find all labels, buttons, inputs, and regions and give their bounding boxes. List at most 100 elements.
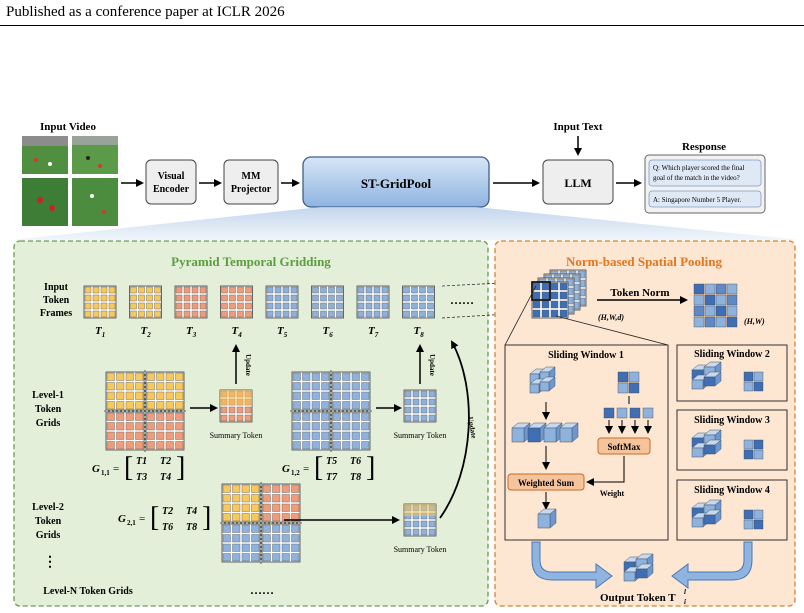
svg-text:[: [: [314, 452, 323, 483]
norm-cell: [693, 294, 705, 306]
visual-encoder-line1: Visual: [158, 171, 185, 182]
page-header: Published as a conference paper at ICLR …: [0, 4, 804, 26]
norm-cell: [693, 305, 705, 317]
g21-b: T4: [186, 506, 197, 517]
level1-grid-2: [290, 370, 372, 452]
mm-projector-line1: MM: [242, 171, 261, 182]
left-panel-title: Pyramid Temporal Gridding: [171, 254, 331, 269]
g12-matrix: G 1,2 = [ T5 T6 T7 T8 ]: [282, 452, 375, 483]
norm-map: [693, 283, 738, 328]
norm-cell: [715, 294, 727, 306]
sliding-window-4-label: Sliding Window 4: [694, 485, 770, 496]
token-frame-7: [356, 285, 390, 319]
svg-text:=: =: [303, 463, 309, 475]
g21-a: T2: [162, 506, 173, 517]
input-video-label: Input Video: [40, 121, 96, 133]
grid-g21-cell: [261, 483, 301, 523]
svg-text:]: ]: [176, 452, 185, 483]
grid-g21-cell: [261, 523, 301, 563]
token-frame-3: [174, 285, 208, 319]
right-panel-title: Norm-based Spatial Pooling: [566, 254, 723, 269]
g11-sub: 1,1: [101, 469, 110, 477]
pyramid-temporal-gridding-panel: [13, 240, 489, 607]
zoom-fan: [12, 207, 800, 240]
mm-projector-line2: Projector: [231, 184, 272, 195]
g12-c: T7: [326, 472, 338, 483]
grid-g12-cell: [331, 411, 371, 451]
g21-matrix: G 2,1 = [ T2 T4 T6 T8 ]: [118, 502, 211, 533]
grid-g21-cell: [221, 483, 261, 523]
sliding-window-2-4-content: [691, 361, 764, 530]
sliding-window-3-label: Sliding Window 3: [694, 415, 770, 426]
svg-text:G: G: [92, 463, 100, 475]
svg-text:G: G: [118, 513, 126, 525]
levelN-ellipsis: ……: [250, 583, 274, 597]
g12-d: T8: [350, 472, 361, 483]
update-label-3: Update: [466, 416, 478, 439]
g11-b: T2: [160, 456, 171, 467]
grid-g11-cell: [105, 411, 145, 451]
grid-g11-cell: [105, 371, 145, 411]
frame-label-4: T4: [232, 325, 243, 339]
frame-label-3: T3: [186, 325, 197, 339]
svg-text:=: =: [113, 463, 119, 475]
softmax-box: [597, 437, 651, 455]
qa-question-line1: Q: Which player scored the final: [653, 164, 744, 172]
level1-label-1: Level-1: [32, 390, 64, 401]
hw-label: (H,W): [744, 317, 765, 326]
norm-cell: [715, 283, 727, 295]
weighted-sum-label: Weighted Sum: [518, 478, 575, 488]
svg-text:]: ]: [366, 452, 375, 483]
norm-cell: [726, 294, 738, 306]
token-frame-1: [83, 285, 117, 319]
norm-cell: [715, 305, 727, 317]
input-label-2: Token: [43, 295, 70, 306]
response-label: Response: [682, 141, 726, 153]
conference-header: Published as a conference paper at ICLR …: [6, 4, 285, 20]
output-token-label: Output Token T: [600, 592, 676, 604]
norm-cell: [704, 305, 716, 317]
level2-label-2: Token: [35, 516, 62, 527]
mm-projector-box: [223, 159, 279, 205]
grid-g21: [220, 482, 302, 564]
norm-cell: [704, 316, 716, 328]
level1-grid-1: [104, 370, 186, 452]
grid-g21-cell: [221, 523, 261, 563]
token-cube: [531, 269, 587, 319]
grid-g12: [290, 370, 372, 452]
input-label-1: Input: [44, 282, 69, 293]
g12-b: T6: [350, 456, 361, 467]
frame-label-2: T2: [141, 325, 152, 339]
g11-c: T3: [136, 472, 147, 483]
level2-grid-1: [220, 482, 302, 564]
hwd-label: (H,W,d): [598, 313, 624, 322]
sliding-window-1-label: Sliding Window 1: [548, 350, 624, 361]
update-label-2: Update: [428, 354, 436, 376]
summary-token-2: [403, 389, 437, 423]
frames-ellipsis: ……: [450, 293, 474, 307]
g21-c: T6: [162, 522, 173, 533]
svg-text:]: ]: [202, 502, 211, 533]
token-norm-label: Token Norm: [610, 287, 669, 299]
summary-tokens: [219, 389, 437, 537]
token-frame-2: [129, 285, 162, 319]
g21-d: T8: [186, 522, 197, 533]
norm-cell: [693, 316, 705, 328]
output-sub: i: [684, 598, 686, 606]
header-rule: [0, 25, 804, 26]
level1-label-2: Token: [35, 404, 62, 415]
svg-text:=: =: [139, 513, 145, 525]
grid-g12-cell: [291, 371, 331, 411]
softmax-label: SoftMax: [608, 442, 641, 452]
token-frame-4: [220, 285, 253, 319]
g11-a: T1: [136, 456, 147, 467]
frame-label-6: T6: [323, 325, 334, 339]
vdots: ⋮: [43, 555, 57, 570]
output-token-cube: [623, 553, 654, 582]
frame-label-5: T5: [277, 325, 288, 339]
summary-token-label-1: Summary Token: [210, 431, 263, 440]
g11-d: T4: [160, 472, 171, 483]
llm-label: LLM: [564, 176, 591, 190]
grid-g11-cell: [145, 411, 185, 451]
norm-cell: [704, 283, 716, 295]
